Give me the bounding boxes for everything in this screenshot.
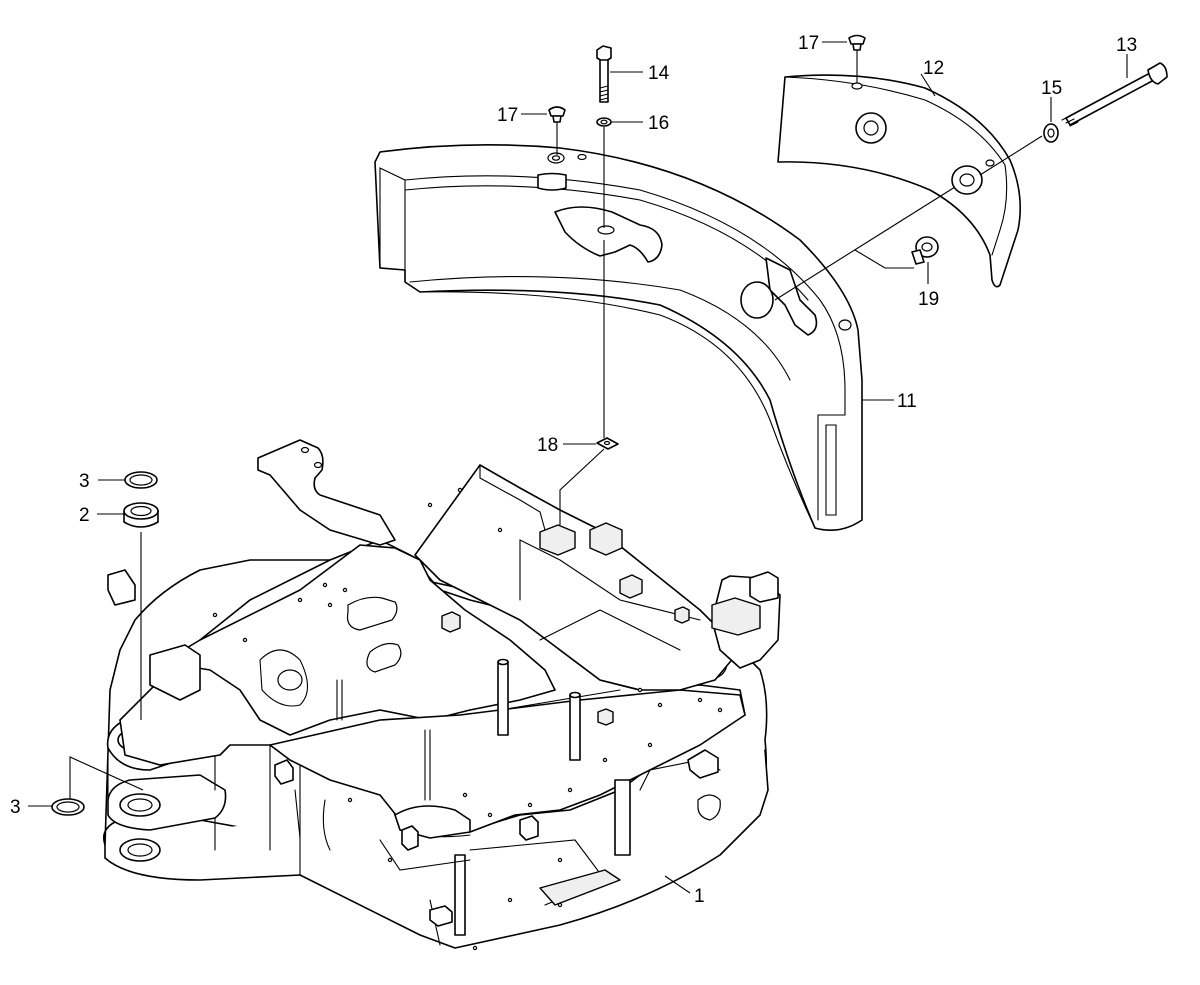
stopper-part-19	[911, 236, 939, 265]
frame-bolt-holes	[212, 487, 723, 951]
callout-3-bottom: 3	[10, 797, 21, 818]
long-bolt-part-13	[1061, 62, 1168, 127]
callout-3-top: 3	[79, 471, 90, 492]
callout-17-left: 17	[497, 105, 518, 126]
counterweight-part-11	[374, 144, 863, 531]
plate-part-18	[596, 437, 619, 450]
side-weight-part-12	[777, 74, 1022, 288]
seal-part-3-bottom	[51, 798, 85, 816]
callout-15: 15	[1041, 78, 1062, 99]
callout-13: 13	[1116, 35, 1137, 56]
callout-18: 18	[537, 435, 558, 456]
bushing-part-2	[123, 502, 159, 528]
seal-part-3-top	[124, 471, 158, 489]
callout-2: 2	[79, 505, 90, 526]
plug-part-17-right	[848, 34, 866, 51]
plug-part-17-left	[548, 106, 566, 123]
callout-11: 11	[897, 391, 917, 412]
callout-1: 1	[694, 886, 705, 907]
callout-17-right: 17	[798, 33, 819, 54]
washer-part-15	[1043, 123, 1059, 143]
callout-16: 16	[648, 113, 669, 134]
callout-19: 19	[918, 289, 939, 310]
leader-lines	[28, 41, 1128, 894]
upper-frame-part-1	[102, 439, 781, 951]
callout-labels: 1 2 3 3 11 12 13 14 15 16 17 17 18 19	[10, 33, 1137, 907]
washer-part-16	[596, 117, 612, 127]
bolt-part-14	[596, 45, 612, 103]
callout-14: 14	[648, 63, 670, 84]
callout-12: 12	[923, 58, 944, 79]
